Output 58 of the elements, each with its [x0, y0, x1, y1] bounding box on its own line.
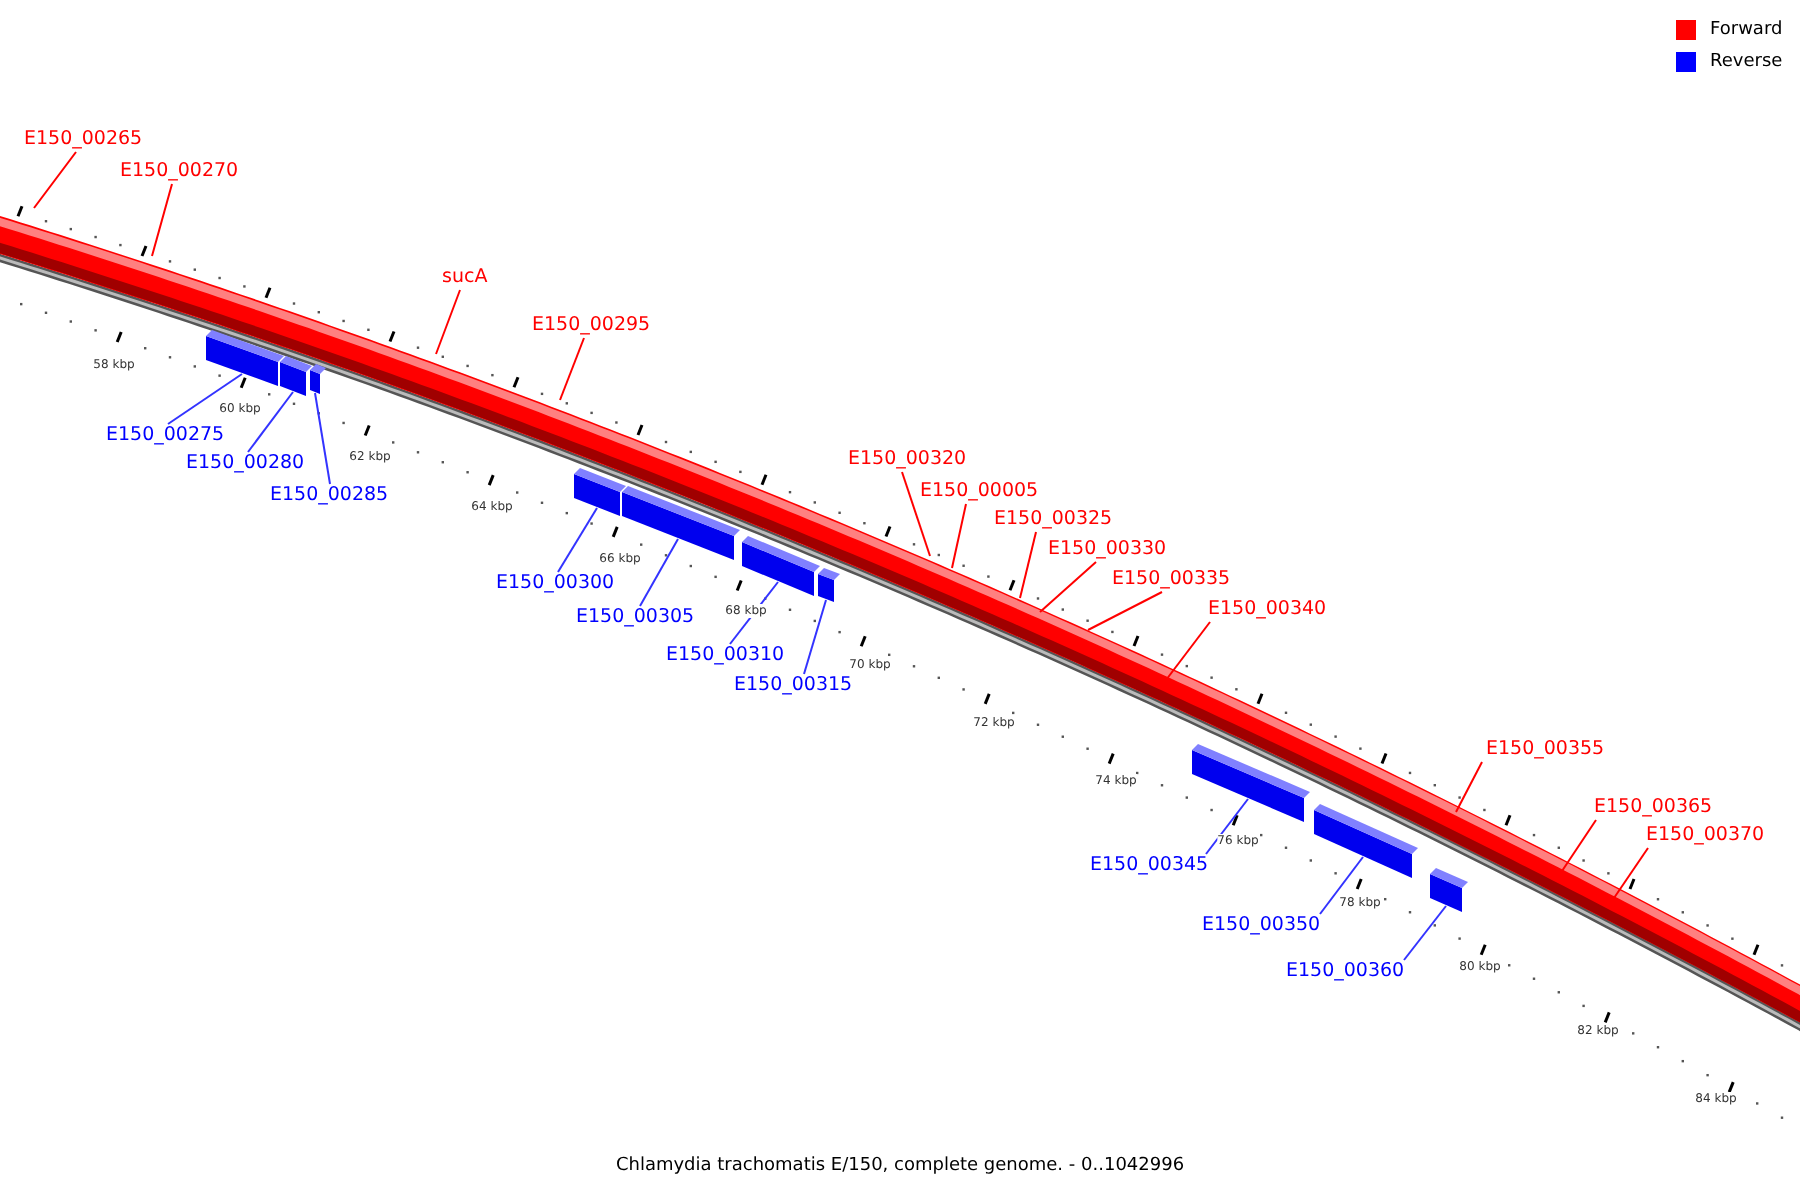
gene-label: sucA	[442, 266, 488, 290]
leader-line	[1165, 621, 1211, 681]
gene-block	[742, 536, 820, 596]
gene-label: E150_00345	[1090, 854, 1209, 878]
gene-block	[310, 364, 326, 394]
gene-label: E150_00280	[186, 452, 305, 476]
gene-label: E150_00275	[106, 424, 225, 448]
gene-label: E150_00300	[496, 572, 615, 596]
gene-block	[1314, 804, 1418, 878]
legend-label: Forward	[1710, 18, 1783, 42]
leader-line	[435, 289, 461, 355]
leader-line	[1039, 561, 1097, 613]
gene-block	[818, 568, 840, 602]
gene-block	[1192, 744, 1310, 822]
gene-label: E150_00370	[1646, 824, 1765, 848]
leader-line	[1087, 591, 1163, 631]
leader-line	[247, 391, 294, 453]
leader-line	[803, 599, 827, 675]
gene-label: E150_00340	[1208, 598, 1327, 622]
leader-line	[1019, 531, 1037, 599]
leader-line	[1559, 819, 1597, 875]
gene-label: E150_00365	[1594, 796, 1713, 820]
gene-label: E150_00355	[1486, 738, 1605, 762]
gene-label: E150_00270	[120, 160, 239, 184]
leader-line	[167, 373, 243, 425]
gene-label: E150_00325	[994, 508, 1113, 532]
gene-label: E150_00330	[1048, 538, 1167, 562]
leader-line	[639, 538, 679, 607]
leader-line	[901, 471, 931, 557]
leader-line	[1403, 905, 1447, 961]
gene-label: E150_00315	[734, 674, 853, 698]
gene-label: E150_00335	[1112, 568, 1231, 592]
gene-label: E150_00005	[920, 480, 1039, 504]
legend-label: Reverse	[1710, 50, 1783, 74]
gene-label: E150_00350	[1202, 914, 1321, 938]
gene-label: E150_00285	[270, 484, 389, 508]
gene-label: E150_00265	[24, 128, 143, 152]
leader-line	[1319, 856, 1364, 915]
gene-label: E150_00295	[532, 314, 651, 338]
leader-line	[151, 183, 173, 257]
gene-label: E150_00305	[576, 606, 695, 630]
gene-block	[1430, 868, 1468, 912]
caption: Chlamydia trachomatis E/150, complete genome. - 0..1042996	[615, 1156, 1185, 1176]
gene-label: E150_00310	[666, 644, 785, 668]
gene-block	[574, 468, 626, 516]
leader-line	[729, 581, 779, 645]
leader-line	[1613, 847, 1649, 899]
leader-line	[1455, 761, 1483, 813]
gene-label: E150_00320	[848, 448, 967, 472]
gene-block	[206, 330, 284, 386]
leader-line	[33, 151, 77, 209]
leader-line	[557, 507, 598, 573]
leader-line	[1205, 798, 1249, 855]
gene-label: E150_00360	[1286, 960, 1405, 984]
leader-line	[951, 503, 967, 569]
gene-block	[280, 356, 312, 396]
leader-line	[559, 337, 585, 401]
leader-line	[314, 392, 331, 485]
